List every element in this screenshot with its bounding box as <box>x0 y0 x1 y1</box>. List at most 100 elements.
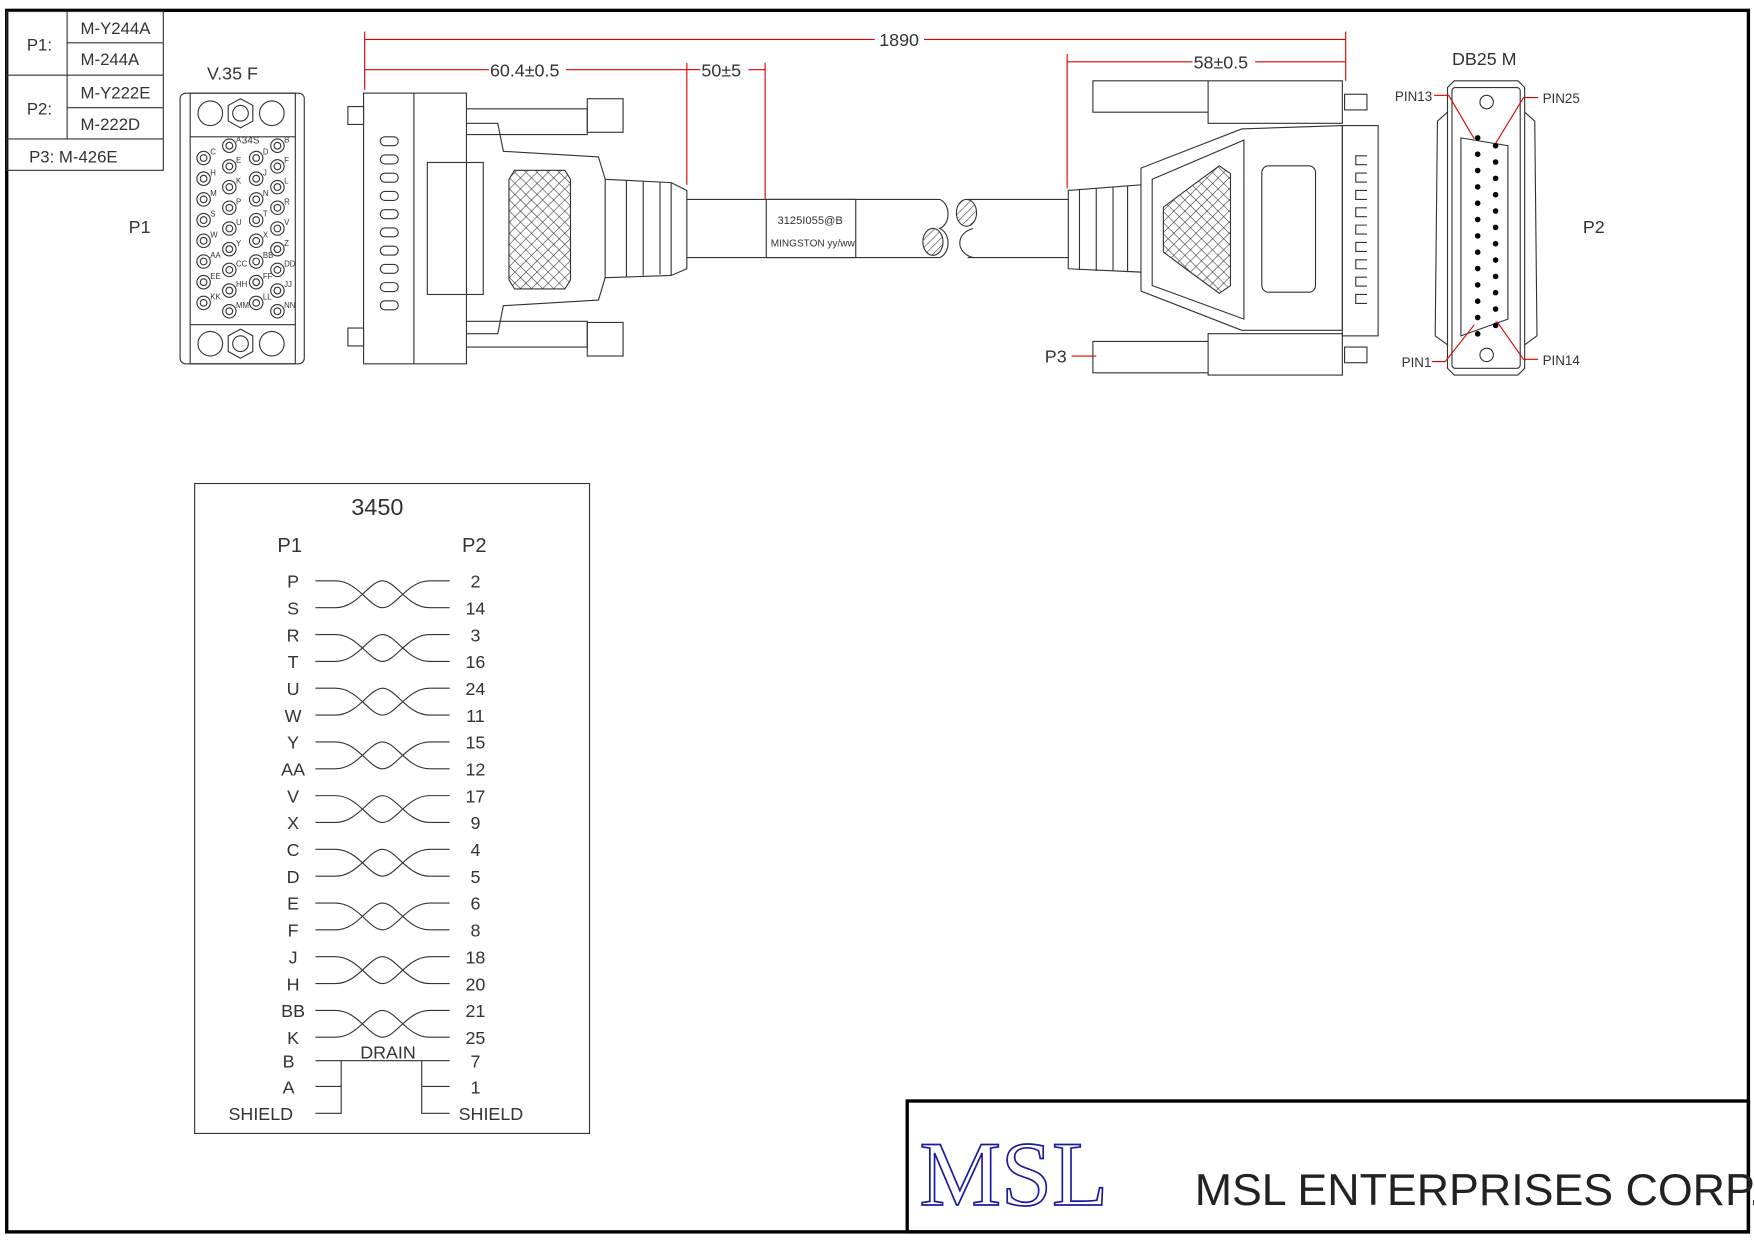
v35-pin-inner <box>199 257 208 266</box>
v35-pin-inner <box>252 216 261 225</box>
connector-slot <box>1355 293 1367 304</box>
v35-pin-label: NN <box>284 301 296 310</box>
p2-pin-label: 25 <box>465 1028 485 1048</box>
p2-pin-label: 7 <box>470 1051 480 1071</box>
v35-pin <box>196 192 211 207</box>
v35-pin-label: AA <box>210 251 221 260</box>
v35-pin-inner <box>273 286 282 295</box>
v35-pin <box>196 171 211 186</box>
db25-pin <box>1492 159 1499 165</box>
p1-pin-label: D <box>287 867 300 887</box>
db25-pin <box>1492 175 1499 182</box>
p2-part-label: P2: <box>27 99 52 118</box>
v35-pin <box>248 254 264 269</box>
v35-pin-label: DD <box>284 260 296 269</box>
v35-pin <box>196 212 211 228</box>
db25-pin <box>1474 249 1481 255</box>
v35-pin-inner <box>199 154 208 162</box>
v35-pin-label: M <box>210 189 217 198</box>
v35-pin-label: KK <box>210 293 221 302</box>
p1-pin-label: X <box>287 813 299 833</box>
p2-pin-label: 15 <box>465 733 485 753</box>
p2-pin-label: 17 <box>465 786 485 806</box>
p1-pin-label: S <box>287 598 299 618</box>
v35-pin-inner <box>273 203 282 212</box>
drawing-border <box>5 8 1751 1234</box>
v35-pin-label: Z <box>284 239 289 248</box>
p2-part-1: M-Y222E <box>81 84 151 103</box>
p1-pin-label: F <box>288 921 299 941</box>
db25-pin <box>1474 265 1481 272</box>
twisted-pair-wire <box>315 795 450 824</box>
v35-pin-inner <box>273 307 282 316</box>
v35-pin-label: CC <box>236 260 248 269</box>
p1-ref-label: P1 <box>129 217 151 237</box>
twisted-pair-wire <box>315 902 450 931</box>
v35-pin-label: P <box>236 197 241 206</box>
connector-slot <box>379 172 399 183</box>
v35-title: V.35 F <box>207 64 258 84</box>
v35-pin-label: C <box>210 148 216 157</box>
v35-pin-inner <box>273 265 282 274</box>
connector-slot <box>1355 207 1367 218</box>
v35-pin <box>248 295 264 311</box>
v35-pin-inner <box>199 298 208 307</box>
parts-table: P1: M-Y244A M-244A P2: M-Y222E M-222D P3… <box>6 10 164 171</box>
p2-pin-label: 14 <box>465 598 485 618</box>
v35-pin <box>248 192 264 207</box>
connector-slot <box>379 227 399 238</box>
v35-pin <box>196 254 211 269</box>
v35-pin-inner <box>225 162 234 171</box>
dim-right-connector: 58±0.5 <box>1194 53 1249 73</box>
p1-pin-label: J <box>289 947 298 967</box>
connector-slot <box>379 154 399 165</box>
v35-pin-inner <box>252 154 261 162</box>
p2-pin-label: 11 <box>466 706 485 726</box>
db25-connector-face: DB25 M P2 PIN13 PIN25 PIN1 PIN14 <box>1395 49 1605 376</box>
p1-pin-label: K <box>287 1028 299 1048</box>
p2-pin-label: 5 <box>470 867 480 887</box>
v35-pin <box>248 233 264 249</box>
v35-pin-inner <box>225 307 234 316</box>
connector-slot <box>1355 259 1367 270</box>
p3-ref-label: P3 <box>1045 347 1067 367</box>
twisted-pair-wire <box>315 687 450 716</box>
v35-pin-inner <box>199 216 208 225</box>
v35-pin-label: EE <box>210 272 220 281</box>
v35-pin-label: L <box>284 177 289 186</box>
p1-part-2: M-244A <box>81 50 141 69</box>
db25-pin <box>1492 208 1499 214</box>
db25-pin <box>1474 314 1481 321</box>
v35-pin <box>270 179 285 195</box>
p1-pin-label: R <box>287 625 300 645</box>
v35-pin-inner <box>252 298 261 307</box>
p2-pin-label: 4 <box>470 840 480 860</box>
db25-title: DB25 M <box>1452 49 1517 69</box>
v35-pin-inner <box>225 203 234 212</box>
p1-pin-label: C <box>287 840 300 860</box>
p2-pin-label: 16 <box>465 652 485 672</box>
p1-pin-label: E <box>287 894 299 914</box>
v35-pin-inner <box>273 224 282 233</box>
dim-left-connector: 60.4±0.5 <box>490 60 560 80</box>
v35-pin <box>222 221 237 236</box>
db25-pin <box>1492 191 1499 198</box>
p1-pin-label: BB <box>281 1001 305 1021</box>
v35-pin-inner <box>225 245 234 254</box>
connector-slot <box>379 190 399 201</box>
p2-pin-label: 18 <box>465 947 485 967</box>
p1-backshell <box>347 92 688 365</box>
twisted-pair-wire <box>315 1009 450 1038</box>
cable-label-part: 3125I055@B <box>777 215 842 227</box>
v35-pin-inner <box>273 183 282 192</box>
twisted-pair-wire <box>315 687 450 716</box>
pin13-label: PIN13 <box>1395 89 1432 104</box>
v35-pin <box>196 150 211 166</box>
v35-pin-label: HH <box>236 280 248 289</box>
twisted-pair-wire <box>315 795 450 824</box>
v35-pin-label: E <box>236 156 241 165</box>
msl-logo: MSL <box>920 1123 1109 1225</box>
v35-pin <box>222 262 237 278</box>
db25-pin <box>1492 273 1499 280</box>
